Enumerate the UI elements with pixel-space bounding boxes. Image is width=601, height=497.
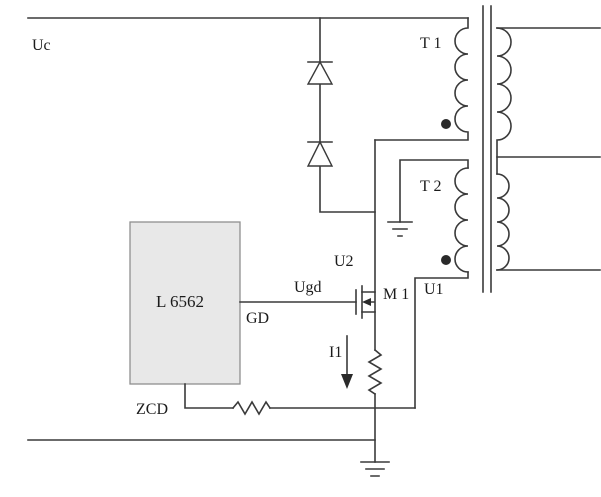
- t2-winding: [454, 167, 469, 273]
- main-ground-symbol: [360, 461, 390, 477]
- mosfet-m1: [355, 285, 376, 319]
- i1-arrow: [341, 335, 353, 389]
- t1-label: T 1: [420, 35, 441, 52]
- t2-label: T 2: [420, 178, 441, 195]
- aux-ground-symbol: [387, 221, 413, 237]
- i1-arrowhead: [341, 374, 353, 389]
- t2-bottom-wire: [414, 271, 469, 409]
- t2-top-wire: [399, 159, 469, 223]
- zcd-resistor: [231, 400, 272, 416]
- ugd-label: Ugd: [294, 279, 322, 296]
- diode-branch-wire: [319, 17, 376, 213]
- zcd-pin-label: ZCD: [136, 401, 168, 418]
- diode-2-triangle: [306, 140, 334, 167]
- t2-polarity-dot: [441, 255, 451, 265]
- ic-label: L 6562: [156, 292, 204, 311]
- mosfet-leads: [361, 291, 376, 313]
- u1-label: U1: [424, 281, 444, 298]
- diode-1: [306, 60, 334, 85]
- uc-label: Uc: [32, 37, 51, 54]
- mosfet-body-arrow: [362, 298, 371, 306]
- i1-label: I1: [329, 344, 342, 361]
- m1-label: M 1: [383, 286, 409, 303]
- diode-2: [306, 140, 334, 167]
- sense-resistor: [367, 348, 383, 396]
- u2-label: U2: [334, 253, 354, 270]
- ic-block: [129, 221, 241, 385]
- secondary-top-winding: [496, 27, 512, 175]
- t1-winding: [374, 17, 469, 141]
- secondary-bottom-winding: [496, 173, 510, 271]
- diode-1-triangle: [306, 60, 334, 85]
- gd-pin-label: GD: [246, 310, 269, 327]
- zcd-wire-left: [184, 383, 234, 409]
- t1-polarity-dot: [441, 119, 451, 129]
